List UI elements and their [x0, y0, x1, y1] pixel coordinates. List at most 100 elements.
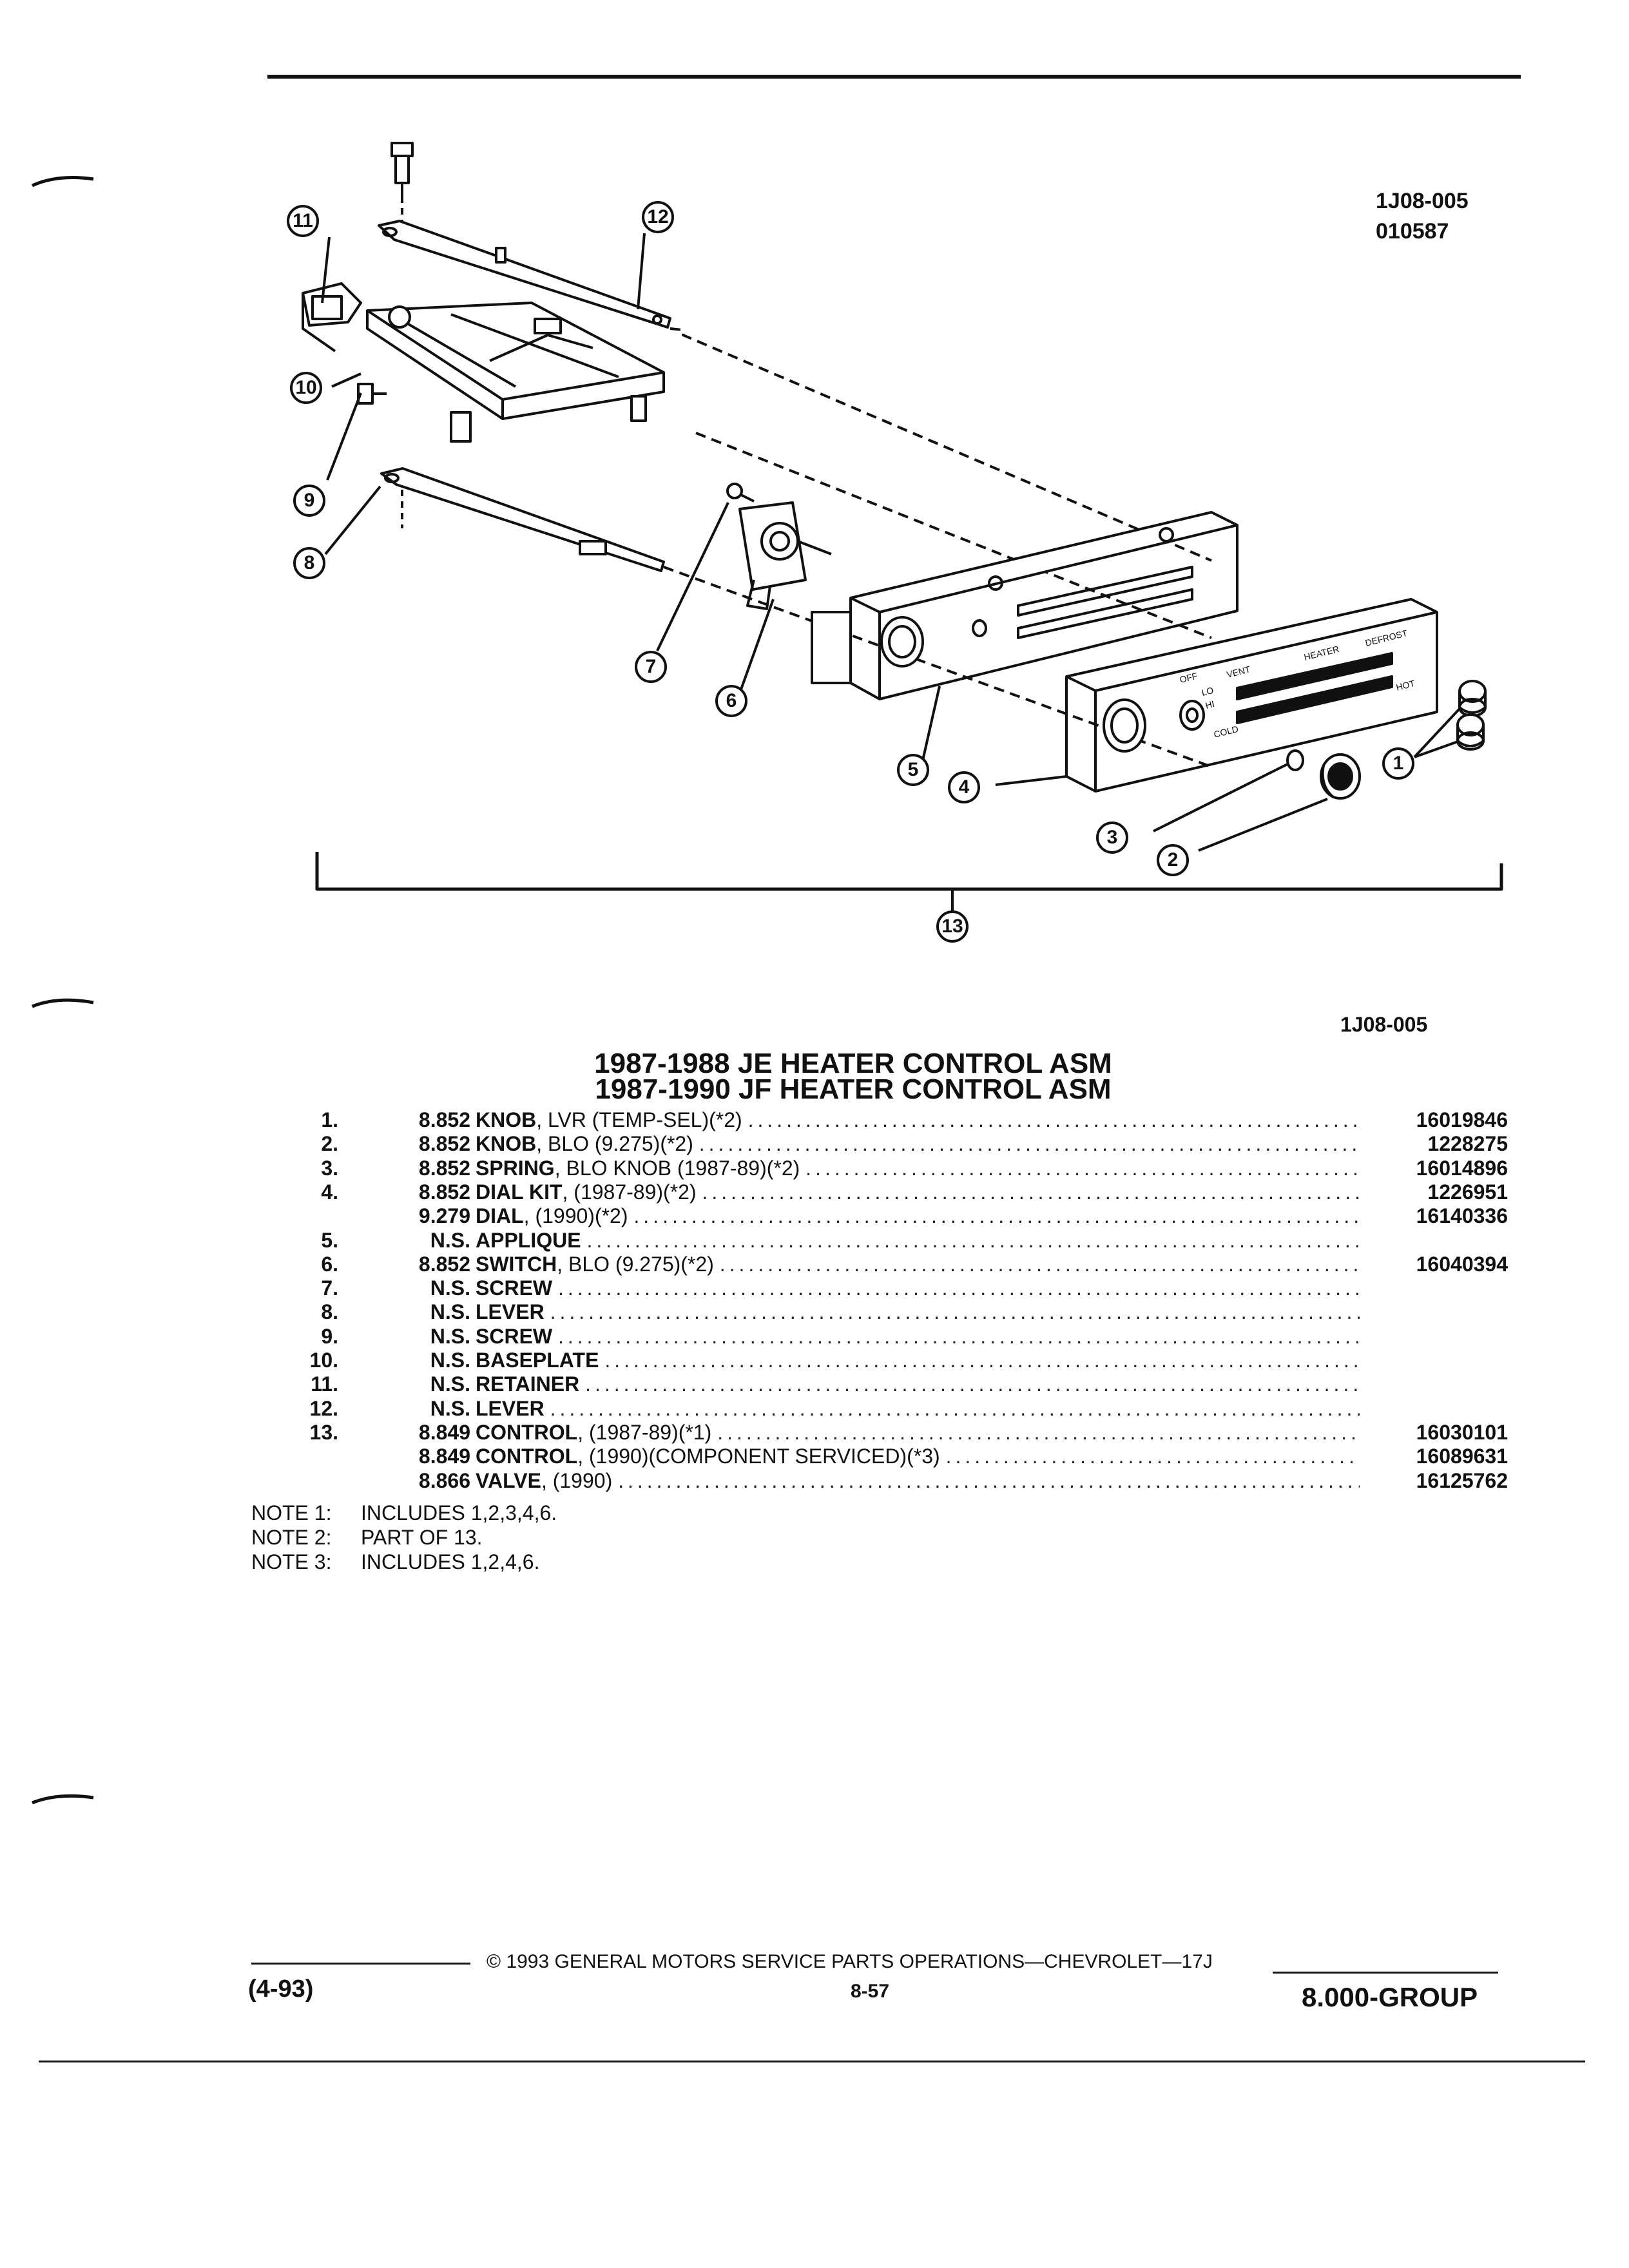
applique-part: [811, 511, 1239, 700]
part-description: KNOB, BLO (9.275)(*2) ..................…: [476, 1132, 1360, 1155]
part-name: DIAL KIT: [476, 1180, 563, 1204]
part-number-index: 13.: [309, 1420, 338, 1444]
footer-copyright: © 1993 GENERAL MOTORS SERVICE PARTS OPER…: [487, 1951, 1213, 1972]
part-name: BASEPLATE: [476, 1349, 599, 1372]
parts-row: 7.N.S.SCREW ............................…: [271, 1276, 1508, 1300]
part-detail: , BLO (9.275)(*2): [536, 1132, 693, 1156]
part-number-index: 8.: [321, 1300, 338, 1324]
blower-switch: [738, 501, 832, 610]
part-number-index: 4.: [321, 1180, 338, 1204]
callout-11: 11: [287, 205, 319, 237]
part-name: KNOB: [476, 1108, 537, 1131]
part-description: DIAL, (1990)(*2) .......................…: [476, 1204, 1360, 1227]
panel-label-hi: HI: [1204, 698, 1215, 711]
part-number-index: 7.: [321, 1276, 338, 1300]
footer-group: 8.000-GROUP: [1302, 1982, 1478, 2012]
part-number-index: 1.: [321, 1108, 338, 1131]
parts-row: 9.279 DIAL, (1990)(*2) ..................…: [271, 1204, 1508, 1227]
note-text: PART OF 13.: [361, 1526, 483, 1549]
part-group: 8.852: [418, 1108, 470, 1131]
footer-date-code: (4-93): [248, 1975, 314, 2003]
part-group: N.S.: [430, 1396, 470, 1420]
leader-dots: ........................................…: [558, 1324, 1360, 1348]
part-group: 8.866: [418, 1468, 470, 1492]
part-group: 9.279: [418, 1204, 470, 1228]
note-label: NOTE 2:: [251, 1526, 332, 1549]
binder-marks: [31, 176, 94, 1805]
part-group: N.S.: [430, 1324, 470, 1348]
callout-5: 5: [897, 754, 929, 786]
part-description: SWITCH, BLO (9.275)(*2) ................…: [476, 1253, 1360, 1276]
note-text: INCLUDES 1,2,3,4,6.: [361, 1501, 557, 1524]
panel-label-heater: HEATER: [1303, 644, 1340, 662]
note-line: NOTE 3: INCLUDES 1,2,4,6.: [251, 1550, 539, 1573]
footer-rule-left: [251, 1963, 470, 1965]
panel-label-cold: COLD: [1213, 724, 1240, 740]
callout-2: 2: [1157, 844, 1189, 876]
part-number: 16030101: [1416, 1420, 1508, 1444]
dial-part: [1065, 598, 1438, 793]
part-detail: , (1990): [541, 1468, 613, 1492]
panel-label-off: OFF: [1179, 671, 1199, 685]
part-number-index: 12.: [309, 1396, 338, 1420]
note-text: INCLUDES 1,2,4,6.: [361, 1550, 540, 1573]
blower-spring-knob: [1286, 749, 1361, 800]
exploded-drawing: OFF LO HI VENT HEATER DEFROST COLD HOT: [302, 142, 1503, 912]
leader-dots: ........................................…: [550, 1300, 1360, 1324]
part-name: CONTROL: [476, 1445, 578, 1468]
part-number: 16125762: [1416, 1468, 1508, 1492]
note-line: NOTE 2: PART OF 13.: [251, 1526, 483, 1549]
part-number: 16014896: [1416, 1156, 1508, 1180]
part-description: LEVER ..................................…: [476, 1397, 1360, 1420]
part-description: BASEPLATE ..............................…: [476, 1349, 1360, 1372]
upper-lever: [378, 220, 671, 329]
retainer-part: [302, 282, 362, 352]
callout-6: 6: [715, 685, 747, 717]
part-group: 8.849: [418, 1420, 470, 1444]
temp-knobs: [1456, 680, 1487, 751]
binder-mark-top: [31, 176, 94, 187]
callout-12: 12: [642, 201, 674, 233]
side-screw: [357, 383, 387, 405]
part-number: 1226951: [1427, 1180, 1508, 1204]
part-description: SPRING, BLO KNOB (1987-89)(*2) .........…: [476, 1157, 1360, 1180]
part-name: SCREW: [476, 1276, 553, 1300]
part-detail: , (1987-89)(*2): [562, 1180, 697, 1204]
footer-page-number: 8-57: [851, 1981, 890, 2002]
lower-lever: [380, 467, 665, 572]
part-description: DIAL KIT, (1987-89)(*2) ................…: [476, 1180, 1360, 1204]
part-number: 16019846: [1416, 1108, 1508, 1131]
figure-ref: 1J08-005: [1340, 1013, 1428, 1036]
leader-dots: ........................................…: [719, 1252, 1360, 1276]
callout-9: 9: [293, 485, 325, 517]
callout-13: 13: [936, 910, 969, 943]
leader-dots: ........................................…: [633, 1204, 1360, 1228]
part-group: N.S.: [430, 1349, 470, 1372]
part-number-index: 5.: [321, 1228, 338, 1252]
leader-dots: ........................................…: [586, 1228, 1360, 1252]
part-number: 16040394: [1416, 1252, 1508, 1276]
note-label: NOTE 3:: [251, 1550, 332, 1573]
part-number: 1228275: [1427, 1132, 1508, 1156]
part-name: LEVER: [476, 1300, 545, 1324]
part-detail: , (1987-89)(*1): [577, 1420, 712, 1444]
title-line-2: 1987-1990 JF HEATER CONTROL ASM: [595, 1073, 1112, 1105]
part-group: N.S.: [430, 1228, 470, 1252]
parts-row: 5.N.S.APPLIQUE .........................…: [271, 1229, 1508, 1252]
part-name: KNOB: [476, 1132, 537, 1156]
top-rule: [267, 75, 1521, 79]
part-detail: , BLO (9.275)(*2): [557, 1252, 714, 1276]
part-detail: , BLO KNOB (1987-89)(*2): [554, 1156, 800, 1180]
part-description: RETAINER ...............................…: [476, 1372, 1360, 1396]
part-description: VALVE, (1990) ..........................…: [476, 1469, 1360, 1492]
part-detail: , LVR (TEMP-SEL)(*2): [536, 1108, 742, 1131]
parts-row: 9.N.S.SCREW ............................…: [271, 1325, 1508, 1348]
leader-dots: ........................................…: [550, 1396, 1360, 1420]
